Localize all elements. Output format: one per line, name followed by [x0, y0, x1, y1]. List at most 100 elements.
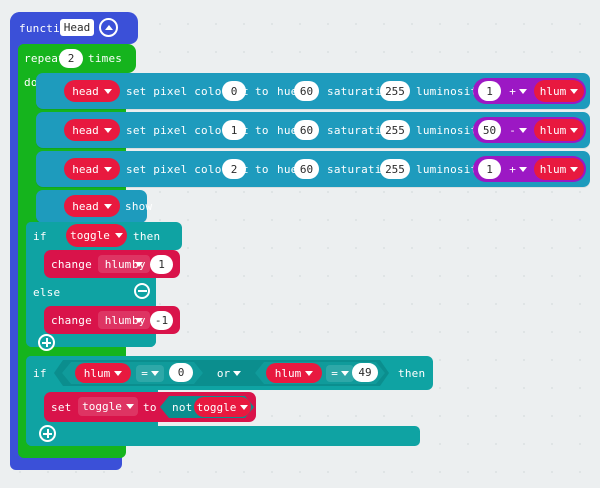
arithmetic-operand-a-2[interactable]: 50 [478, 120, 501, 140]
pixel-index-input-1[interactable]: 0 [222, 81, 246, 101]
set-variable-label: toggle [82, 400, 122, 413]
arithmetic-operand-a-value-2: 50 [482, 123, 497, 137]
arithmetic-operator-label-3: + [509, 162, 516, 176]
compare-left-variable[interactable]: hlum [75, 363, 131, 383]
show-action-label: show [125, 200, 153, 213]
compare-right-value-input[interactable]: 49 [352, 363, 378, 382]
if-compare-keyword: if [33, 367, 47, 380]
chevron-down-icon [518, 166, 527, 172]
pixel-hue-input-1[interactable]: 60 [294, 81, 319, 101]
set-keyword: set [51, 401, 72, 414]
compare-right-operator-dropdown[interactable]: = [326, 365, 354, 382]
pixel-to-label-1: to [255, 85, 269, 98]
pixel-saturation-label-3: saturation [327, 163, 396, 176]
repeat-count-value: 2 [67, 52, 75, 65]
arithmetic-operand-b-label-1: hlum [539, 84, 567, 98]
compare-left-operator-dropdown[interactable]: = [136, 365, 164, 382]
repeat-do-label: do [24, 76, 38, 89]
arithmetic-operator-dropdown-1[interactable]: + [505, 83, 531, 99]
plus-circle-icon-compare[interactable] [39, 425, 56, 442]
arithmetic-operand-a-1[interactable]: 1 [478, 81, 501, 101]
change-value-then: 1 [158, 258, 165, 271]
pixel-hue-label-1: hue [277, 85, 298, 98]
if-condition-label: toggle [70, 229, 110, 242]
compare-left-value-input[interactable]: 0 [169, 363, 193, 382]
arithmetic-operand-b-1[interactable]: hlum [534, 80, 584, 102]
chevron-up-icon[interactable] [99, 18, 118, 37]
then-keyword: then [133, 230, 161, 243]
change-variable-dropdown-then[interactable]: hlum [98, 255, 150, 273]
chevron-down-icon [570, 88, 579, 94]
pixel-action-label-1: set pixel color at [126, 85, 249, 98]
function-keyword: function [19, 22, 74, 35]
plus-circle-icon[interactable] [38, 334, 55, 351]
change-variable-dropdown-else[interactable]: hlum [98, 311, 150, 329]
chevron-down-icon [518, 88, 527, 94]
not-operand-variable[interactable]: toggle [194, 397, 251, 417]
arithmetic-operator-dropdown-2[interactable]: - [505, 122, 531, 138]
pixel-saturation-value-2: 255 [385, 123, 405, 137]
minus-circle-icon[interactable] [134, 283, 150, 299]
if-compare-tail-bar [110, 426, 420, 446]
arithmetic-operator-label-1: + [509, 84, 516, 98]
if-else-footer [26, 334, 156, 347]
show-target-dropdown[interactable]: head [64, 195, 120, 217]
chevron-down-icon [103, 166, 112, 172]
repeat-count-input[interactable]: 2 [59, 49, 83, 68]
arithmetic-operator-dropdown-3[interactable]: + [505, 161, 531, 177]
pixel-saturation-input-3[interactable]: 255 [380, 159, 410, 179]
or-operator-dropdown[interactable]: or [213, 365, 245, 382]
compare-left-value: 0 [177, 366, 185, 379]
show-target-label: head [72, 199, 99, 213]
pixel-saturation-input-1[interactable]: 255 [380, 81, 410, 101]
pixel-saturation-value-1: 255 [385, 84, 405, 98]
compare-left-variable-label: hlum [83, 366, 111, 380]
pixel-target-label-3: head [72, 162, 99, 176]
arithmetic-operand-b-2[interactable]: hlum [534, 119, 584, 141]
chevron-down-icon [233, 371, 242, 376]
pixel-action-label-3: set pixel color at [126, 163, 249, 176]
if-condition-variable[interactable]: toggle [66, 224, 127, 247]
pixel-hue-input-2[interactable]: 60 [294, 120, 319, 140]
change-keyword-then: change [51, 258, 92, 271]
pixel-target-dropdown-3[interactable]: head [64, 158, 120, 180]
pixel-target-label-2: head [72, 123, 99, 137]
chevron-down-icon [240, 404, 249, 410]
pixel-hue-value-1: 60 [299, 84, 314, 98]
pixel-target-label-1: head [72, 84, 99, 98]
compare-right-variable[interactable]: hlum [266, 363, 322, 383]
pixel-hue-label-2: hue [277, 124, 298, 137]
function-name-field[interactable]: Head [60, 19, 94, 36]
set-variable-dropdown[interactable]: toggle [78, 397, 138, 416]
arithmetic-operand-b-3[interactable]: hlum [534, 158, 584, 180]
compare-right-value: 49 [358, 366, 372, 379]
pixel-index-value-2: 1 [230, 123, 238, 137]
change-by-label-else: by [132, 314, 146, 327]
set-to-label: to [143, 401, 157, 414]
pixel-saturation-value-3: 255 [385, 162, 405, 176]
repeat-keyword: repeat [24, 52, 65, 65]
change-variable-label-else: hlum [104, 313, 132, 327]
chevron-down-icon [103, 88, 112, 94]
pixel-index-input-2[interactable]: 1 [222, 120, 246, 140]
pixel-target-dropdown-1[interactable]: head [64, 80, 120, 102]
pixel-saturation-input-2[interactable]: 255 [380, 120, 410, 140]
pixel-luminosity-label-3: luminosity [416, 163, 485, 176]
change-by-label-then: by [132, 258, 146, 271]
arithmetic-operand-a-value-3: 1 [486, 162, 493, 176]
chevron-down-icon [340, 371, 349, 376]
change-value-input-else[interactable]: -1 [150, 311, 173, 330]
compare-left-operator-label: = [141, 367, 148, 380]
chevron-down-icon [103, 203, 112, 209]
pixel-target-dropdown-2[interactable]: head [64, 119, 120, 141]
chevron-down-icon [570, 127, 579, 133]
pixel-hue-input-3[interactable]: 60 [294, 159, 319, 179]
pixel-index-input-3[interactable]: 2 [222, 159, 246, 179]
change-value-input-then[interactable]: 1 [150, 255, 173, 274]
arithmetic-operand-a-3[interactable]: 1 [478, 159, 501, 179]
pixel-hue-value-3: 60 [299, 162, 314, 176]
change-keyword-else: change [51, 314, 92, 327]
arithmetic-operand-b-label-2: hlum [539, 123, 567, 137]
not-operand-label: toggle [196, 400, 237, 414]
